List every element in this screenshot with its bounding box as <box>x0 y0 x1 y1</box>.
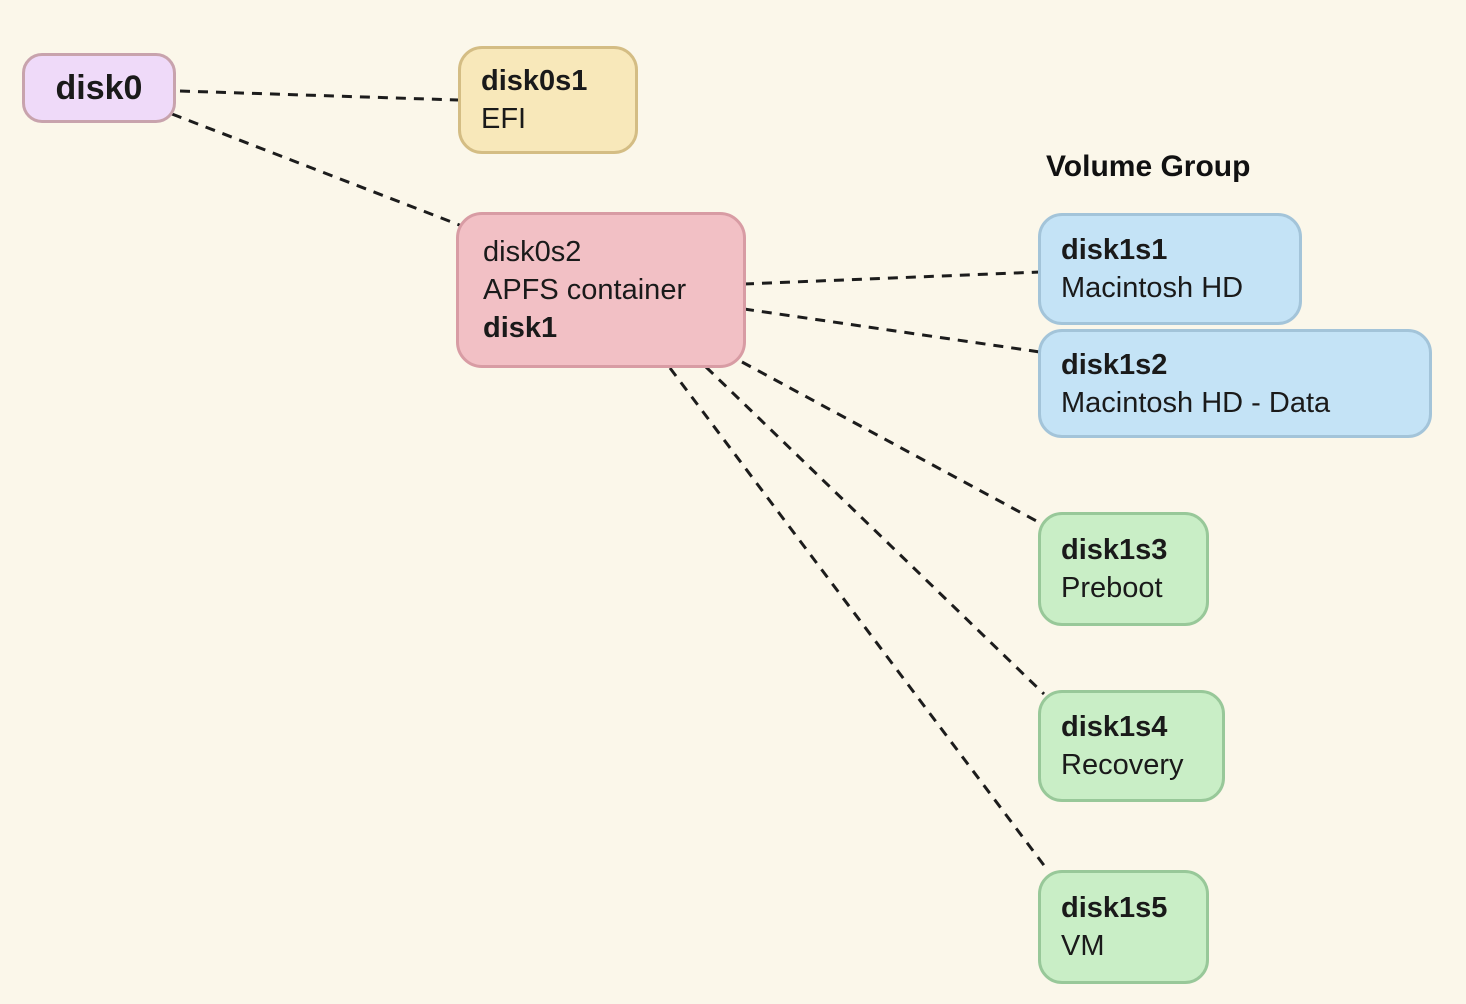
node-disk1s1-label: disk1s1 <box>1061 234 1168 266</box>
node-disk1s5: disk1s5 VM <box>1038 870 1209 984</box>
volume-group-heading: Volume Group <box>1046 150 1251 183</box>
node-disk1s3-volume-name: Preboot <box>1061 572 1163 604</box>
node-disk1s5-volume-name: VM <box>1061 930 1105 962</box>
edge-disk0s2-disk1s5 <box>668 367 1048 869</box>
node-disk1s3-label: disk1s3 <box>1061 534 1168 566</box>
node-disk0s2-container-label: disk1 <box>483 312 558 344</box>
node-disk0s1: disk0s1 EFI <box>458 46 638 154</box>
node-disk0s2-label: disk0s2 <box>483 236 582 268</box>
node-disk1s1: disk1s1 Macintosh HD <box>1038 213 1302 325</box>
node-disk0: disk0 <box>22 53 176 123</box>
node-disk1s4: disk1s4 Recovery <box>1038 690 1225 802</box>
node-disk1s4-volume-name: Recovery <box>1061 749 1184 781</box>
edge-disk0s2-disk1s4 <box>704 365 1046 696</box>
node-disk1s2-label: disk1s2 <box>1061 348 1168 381</box>
node-disk1s2-volume-name: Macintosh HD - Data <box>1061 386 1331 419</box>
node-disk1s1-volume-name: Macintosh HD <box>1061 272 1244 304</box>
node-disk0s1-volume-name: EFI <box>481 103 527 135</box>
node-disk1s5-label: disk1s5 <box>1061 892 1168 924</box>
edge-disk0s2-disk1s1 <box>743 270 1041 286</box>
node-disk1s3: disk1s3 Preboot <box>1038 512 1209 626</box>
edge-disk0s2-disk1s3 <box>741 360 1043 526</box>
edge-disk0s2-disk1s2 <box>743 307 1041 354</box>
node-disk0-label: disk0 <box>55 69 143 107</box>
edge-disk0-disk0s1 <box>179 89 459 102</box>
node-disk0s2: disk0s2 APFS container disk1 <box>456 212 746 368</box>
node-disk0s2-description: APFS container <box>483 274 687 306</box>
node-disk0s1-label: disk0s1 <box>481 65 588 97</box>
node-disk1s4-label: disk1s4 <box>1061 711 1168 743</box>
node-disk1s2: disk1s2 Macintosh HD - Data <box>1038 329 1432 438</box>
edge-disk0-disk0s2 <box>171 112 463 228</box>
